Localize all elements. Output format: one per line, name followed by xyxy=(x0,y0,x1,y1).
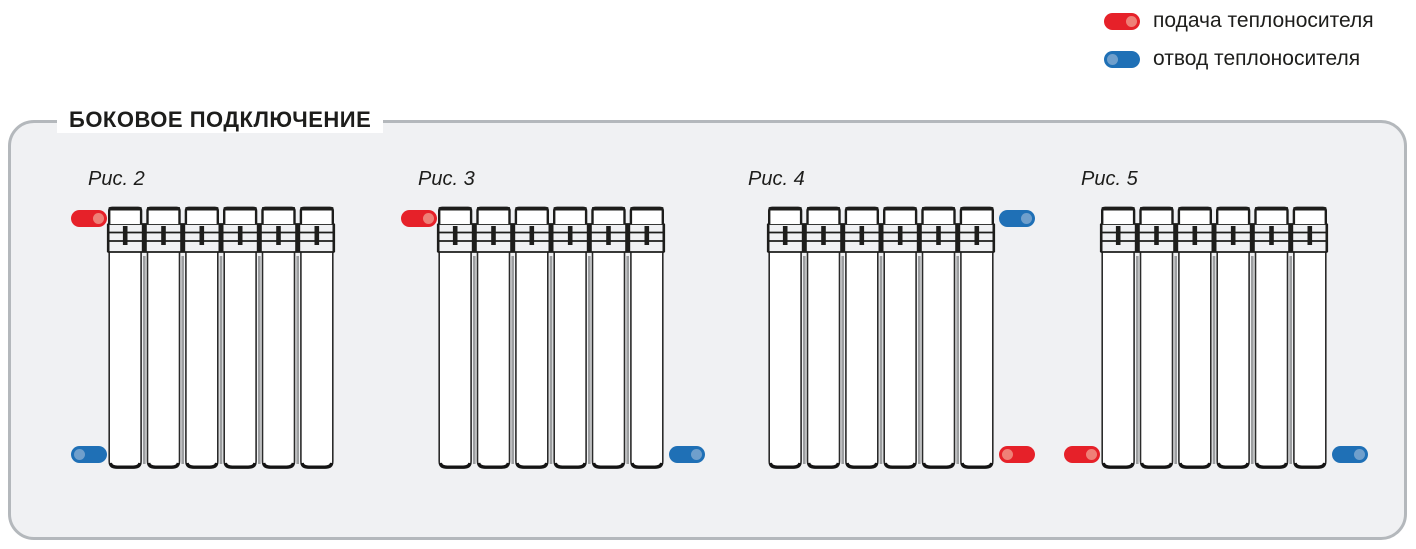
pill-dot xyxy=(1086,449,1097,460)
figure-4: Рис. 4 xyxy=(748,168,1035,470)
legend-label-return: отвод теплоносителя xyxy=(1153,47,1361,70)
pill-dot xyxy=(93,213,104,224)
radiator-diagram xyxy=(106,206,336,469)
supply-connector-icon xyxy=(71,210,107,227)
panel-title: БОКОВОЕ ПОДКЛЮЧЕНИЕ xyxy=(57,107,384,133)
legend: подача теплоносителя отвод теплоносителя xyxy=(1104,10,1374,70)
pill-dot xyxy=(423,213,434,224)
pill-dot xyxy=(1002,449,1013,460)
figure-3: Рис. 3 xyxy=(401,168,705,470)
supply-pill-icon xyxy=(1104,12,1140,30)
figure-5: Рис. 5 xyxy=(1064,168,1368,470)
supply-connector-icon xyxy=(1064,446,1100,463)
pill-dot xyxy=(1354,449,1365,460)
figure-label: Рис. 4 xyxy=(748,168,805,190)
return-connector-icon xyxy=(71,446,107,463)
pill-dot xyxy=(691,449,702,460)
figure-2: Рис. 2 xyxy=(71,168,336,470)
legend-item-supply: подача теплоносителя xyxy=(1104,10,1374,32)
return-connector-icon xyxy=(1332,446,1368,463)
pill-dot xyxy=(74,449,85,460)
radiator-diagram xyxy=(436,206,666,469)
legend-item-return: отвод теплоносителя xyxy=(1104,48,1374,70)
return-connector-icon xyxy=(669,446,705,463)
return-pill-icon xyxy=(1104,50,1140,68)
legend-label-supply: подача теплоносителя xyxy=(1153,9,1374,32)
figure-label: Рис. 3 xyxy=(418,168,475,190)
pill-dot xyxy=(1126,15,1137,27)
supply-connector-icon xyxy=(401,210,437,227)
side-connection-panel: БОКОВОЕ ПОДКЛЮЧЕНИЕ Рис. 2 Рис. 3 Рис. 4 Ри… xyxy=(8,107,1407,540)
return-connector-icon xyxy=(999,210,1035,227)
radiator-diagram xyxy=(1099,206,1329,469)
figure-label: Рис. 2 xyxy=(88,168,145,190)
pill-dot xyxy=(1021,213,1032,224)
pill-dot xyxy=(1107,53,1118,65)
supply-connector-icon xyxy=(999,446,1035,463)
figure-label: Рис. 5 xyxy=(1081,168,1138,190)
radiator-diagram xyxy=(766,206,996,469)
